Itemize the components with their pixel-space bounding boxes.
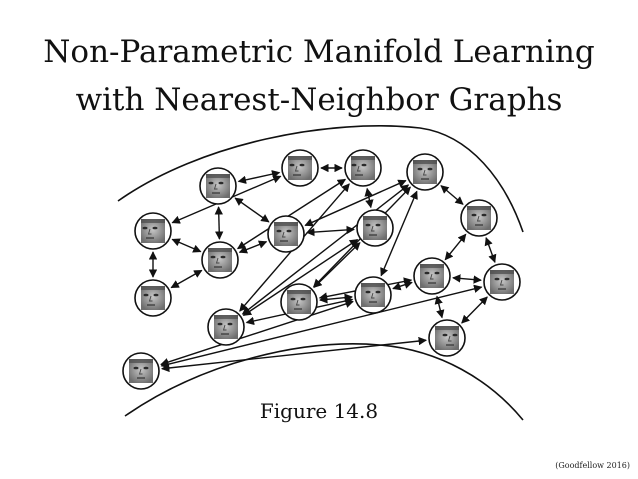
face-thumbnail-icon xyxy=(363,216,387,240)
edge-n8-n11 xyxy=(313,242,361,288)
title-line-2: with Nearest-Neighbor Graphs xyxy=(75,82,563,118)
face-thumbnail-icon xyxy=(361,283,385,307)
face-thumbnail-icon xyxy=(129,359,153,383)
face-thumbnail-icon xyxy=(467,206,491,230)
graph-node-n6 xyxy=(344,149,382,187)
edge-n5-n7 xyxy=(238,240,268,254)
graph-node-n15 xyxy=(122,352,160,390)
graph-node-n5 xyxy=(201,241,239,279)
edge-n13-n14 xyxy=(444,233,467,261)
graph-node-n1 xyxy=(281,149,319,187)
face-thumbnail-icon xyxy=(214,315,238,339)
graph-node-n2 xyxy=(199,167,237,205)
edge-n10-n12 xyxy=(380,190,418,277)
face-thumbnail-icon xyxy=(141,286,165,310)
face-thumbnail-icon xyxy=(206,174,230,198)
edge-n12-n15 xyxy=(160,299,354,367)
graph-node-n9 xyxy=(207,308,245,346)
slide-title: Non-Parametric Manifold Learning with Ne… xyxy=(0,28,638,124)
face-thumbnail-icon xyxy=(435,326,459,350)
graph-node-n11 xyxy=(280,283,318,321)
graph-node-n12 xyxy=(354,276,392,314)
face-thumbnail-icon xyxy=(141,219,165,243)
manifold-upper-boundary xyxy=(117,125,524,233)
graph-node-n14 xyxy=(413,257,451,295)
edge-n10-n13 xyxy=(440,185,464,205)
face-thumbnail-icon xyxy=(287,290,311,314)
figure-caption: Figure 14.8 xyxy=(259,399,379,423)
face-thumbnail-icon xyxy=(351,156,375,180)
edge-n14-n17 xyxy=(434,295,445,319)
graph-node-n10 xyxy=(406,153,444,191)
face-thumbnail-icon xyxy=(274,222,298,246)
node-layer xyxy=(122,149,521,390)
citation: (Goodfellow 2016) xyxy=(555,461,630,470)
face-thumbnail-icon xyxy=(490,270,514,294)
edge-n3-n5 xyxy=(171,238,202,253)
edge-n2-n7 xyxy=(234,197,270,223)
graph-node-n4 xyxy=(134,279,172,317)
graph-node-n17 xyxy=(428,319,466,357)
graph-node-n3 xyxy=(134,212,172,250)
graph-node-n7 xyxy=(267,215,305,253)
face-thumbnail-icon xyxy=(288,156,312,180)
face-thumbnail-icon xyxy=(208,248,232,272)
graph-node-n16 xyxy=(483,263,521,301)
graph-node-n8 xyxy=(356,209,394,247)
edge-n16-n17 xyxy=(461,296,488,324)
edge-n13-n16 xyxy=(484,236,497,264)
edge-n15-n17 xyxy=(161,336,427,373)
face-thumbnail-icon xyxy=(413,160,437,184)
edge-n4-n5 xyxy=(170,269,203,289)
face-thumbnail-icon xyxy=(420,264,444,288)
edge-n2-n5 xyxy=(214,206,224,240)
edge-n14-n16 xyxy=(452,274,482,284)
title-line-1: Non-Parametric Manifold Learning xyxy=(43,34,595,70)
graph-node-n13 xyxy=(460,199,498,237)
